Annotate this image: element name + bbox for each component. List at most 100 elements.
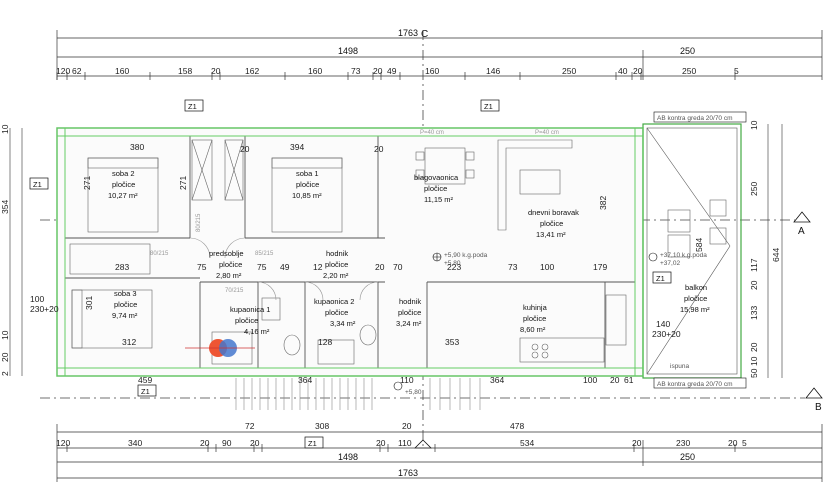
- svg-text:C: C: [421, 29, 428, 40]
- svg-text:308: 308: [315, 421, 329, 431]
- level-markers: +5,90 k.g.poda +5,80 +37,10 k.g.poda +37…: [393, 252, 707, 396]
- svg-text:20: 20: [374, 144, 384, 154]
- svg-text:pločice: pločice: [114, 300, 137, 309]
- svg-text:20: 20: [200, 438, 210, 448]
- svg-text:223: 223: [447, 262, 461, 272]
- svg-text:hodnik: hodnik: [399, 297, 421, 306]
- right-dimensions: [767, 124, 783, 378]
- beam-labels: AB kontra greda 20/70 cm AB kontra greda…: [653, 111, 747, 389]
- svg-text:1763: 1763: [398, 468, 418, 478]
- svg-text:20: 20: [373, 66, 383, 76]
- svg-text:75: 75: [197, 262, 207, 272]
- svg-text:kupaonica 1: kupaonica 1: [230, 305, 270, 314]
- svg-text:250: 250: [680, 46, 695, 56]
- svg-text:250: 250: [680, 452, 695, 462]
- svg-text:hodnik: hodnik: [326, 249, 348, 258]
- svg-text:534: 534: [520, 438, 534, 448]
- svg-text:15,98 m²: 15,98 m²: [680, 305, 710, 314]
- svg-text:Z1: Z1: [188, 102, 197, 111]
- svg-text:AB kontra greda 20/70 cm: AB kontra greda 20/70 cm: [657, 115, 733, 122]
- room-dnevni-boravak: dnevni boravak pločice 13,41 m²: [528, 208, 579, 239]
- bottom-dimension-text: 459 364 110 364 100 20 61 72 308 20 478 …: [56, 375, 747, 478]
- svg-text:301: 301: [84, 296, 94, 310]
- room-blagovaonica: blagovaonica pločice 11,15 m²: [414, 173, 459, 204]
- svg-text:250: 250: [749, 182, 759, 196]
- svg-text:20: 20: [749, 280, 759, 290]
- room-kupaonica-1: kupaonica 1 pločice 4,16 m²: [230, 305, 270, 336]
- svg-text:4,16 m²: 4,16 m²: [244, 327, 270, 336]
- svg-text:10: 10: [749, 120, 759, 130]
- svg-text:80/215: 80/215: [150, 251, 169, 257]
- svg-text:10: 10: [0, 124, 10, 134]
- svg-text:72: 72: [245, 421, 255, 431]
- svg-text:128: 128: [318, 337, 332, 347]
- svg-text:20: 20: [610, 375, 620, 385]
- svg-text:382: 382: [598, 196, 608, 210]
- top-dimension-text: 1763 C 1498 250 120 62 160 158 20 162 16…: [56, 28, 739, 76]
- svg-text:13,41 m²: 13,41 m²: [536, 230, 566, 239]
- walls: [56, 123, 742, 379]
- svg-text:73: 73: [351, 66, 361, 76]
- svg-text:20: 20: [632, 438, 642, 448]
- svg-text:20: 20: [375, 262, 385, 272]
- svg-text:90: 90: [222, 438, 232, 448]
- svg-text:459: 459: [138, 375, 152, 385]
- svg-text:pločice: pločice: [296, 180, 319, 189]
- svg-text:10,85 m²: 10,85 m²: [292, 191, 322, 200]
- left-dimensions: [9, 128, 23, 376]
- svg-text:B: B: [815, 402, 822, 413]
- svg-text:120: 120: [56, 66, 70, 76]
- svg-text:62: 62: [72, 66, 82, 76]
- svg-text:20: 20: [402, 421, 412, 431]
- svg-text:271: 271: [82, 176, 92, 190]
- svg-text:P=40 cm: P=40 cm: [535, 130, 559, 136]
- svg-text:20: 20: [250, 438, 260, 448]
- svg-text:Z1: Z1: [656, 274, 665, 283]
- svg-text:146: 146: [486, 66, 500, 76]
- svg-text:1763: 1763: [398, 28, 418, 38]
- svg-text:20: 20: [240, 144, 250, 154]
- svg-text:+5,90 k.g.poda: +5,90 k.g.poda: [444, 252, 488, 259]
- svg-text:soba 3: soba 3: [114, 289, 137, 298]
- svg-text:1498: 1498: [338, 46, 358, 56]
- svg-text:A: A: [798, 226, 805, 237]
- svg-text:AB kontra greda 20/70 cm: AB kontra greda 20/70 cm: [657, 381, 733, 388]
- svg-text:49: 49: [280, 262, 290, 272]
- svg-text:9,74 m²: 9,74 m²: [112, 311, 138, 320]
- svg-text:20: 20: [0, 352, 10, 362]
- room-kuhinja: kuhinja pločice 8,60 m²: [520, 303, 548, 334]
- svg-text:110: 110: [398, 438, 412, 448]
- svg-text:20: 20: [633, 66, 643, 76]
- svg-text:70/215: 70/215: [225, 288, 244, 294]
- svg-text:10: 10: [0, 330, 10, 340]
- svg-text:+37,02: +37,02: [660, 260, 680, 267]
- svg-text:50: 50: [749, 368, 759, 378]
- svg-text:100: 100: [540, 262, 554, 272]
- svg-text:Z1: Z1: [33, 180, 42, 189]
- svg-text:70: 70: [393, 262, 403, 272]
- svg-text:2,20 m²: 2,20 m²: [323, 271, 349, 280]
- svg-text:160: 160: [308, 66, 322, 76]
- left-dimension-text: 100 230+20 354 10 20 10 2: [0, 124, 59, 376]
- svg-text:2: 2: [0, 371, 10, 376]
- svg-text:Z1: Z1: [308, 439, 317, 448]
- room-soba-3: soba 3 pločice 9,74 m²: [112, 289, 138, 320]
- svg-text:100: 100: [583, 375, 597, 385]
- svg-text:pločice: pločice: [684, 294, 707, 303]
- svg-text:8,60 m²: 8,60 m²: [520, 325, 546, 334]
- svg-text:pločice: pločice: [219, 260, 242, 269]
- svg-text:10: 10: [749, 356, 759, 366]
- top-dimensions: [56, 30, 823, 80]
- svg-text:250: 250: [682, 66, 696, 76]
- svg-text:584: 584: [694, 238, 704, 252]
- svg-text:P=40 cm: P=40 cm: [420, 130, 444, 136]
- svg-text:kupaonica 2: kupaonica 2: [314, 297, 354, 306]
- svg-text:644: 644: [771, 248, 781, 262]
- room-kupaonica-2: kupaonica 2 pločice 3,34 m²: [314, 297, 356, 328]
- inner-dimensions: 380 394 271 271 382 283 301 312 353 223 …: [82, 142, 681, 347]
- svg-text:20: 20: [376, 438, 386, 448]
- svg-text:133: 133: [749, 306, 759, 320]
- svg-text:balkon: balkon: [685, 283, 707, 292]
- svg-text:179: 179: [593, 262, 607, 272]
